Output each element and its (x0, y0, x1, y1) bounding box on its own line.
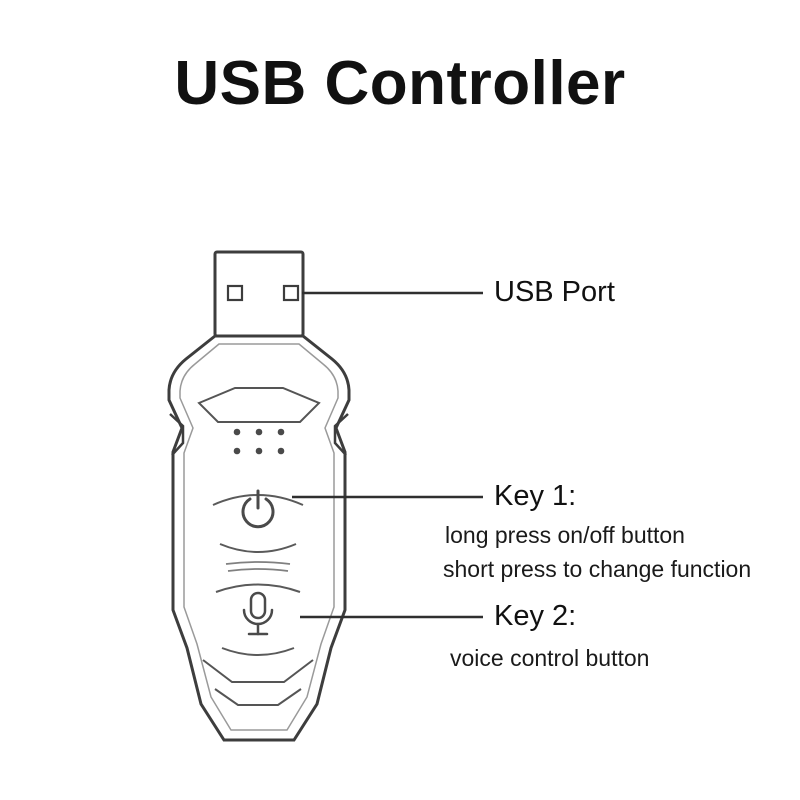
usb-plug-icon (213, 250, 305, 338)
device-body (167, 334, 351, 742)
key2-description-line1: voice control button (450, 645, 650, 671)
key2-label: Key 2: (494, 600, 577, 632)
usb-port-label: USB Port (494, 276, 615, 308)
usb-contact-right (282, 284, 300, 302)
body-outline (167, 334, 351, 742)
led-panel (197, 387, 321, 455)
power-icon (241, 489, 275, 529)
key2-bottom-arc (221, 647, 295, 656)
page-title: USB Controller (174, 49, 626, 118)
key2-button (215, 583, 301, 656)
key1-description-line2: short press to change function (443, 556, 752, 582)
right-side-accent (333, 413, 349, 456)
key1-label: Key 1: (494, 480, 577, 512)
section-divider (225, 561, 291, 572)
microphone-icon (242, 591, 274, 636)
left-side-accent (169, 413, 185, 456)
body-inner-outline (179, 343, 339, 731)
key1-button (212, 489, 304, 553)
key2-top-arc (215, 583, 301, 593)
usb-contact-left (226, 284, 244, 302)
key1-bottom-arc (219, 543, 297, 553)
key1-description-line1: long press on/off button (445, 522, 685, 548)
leader-lines (292, 291, 483, 619)
led-dots-icon (233, 428, 285, 455)
bottom-accents (202, 659, 314, 706)
led-panel-outline (197, 387, 321, 423)
